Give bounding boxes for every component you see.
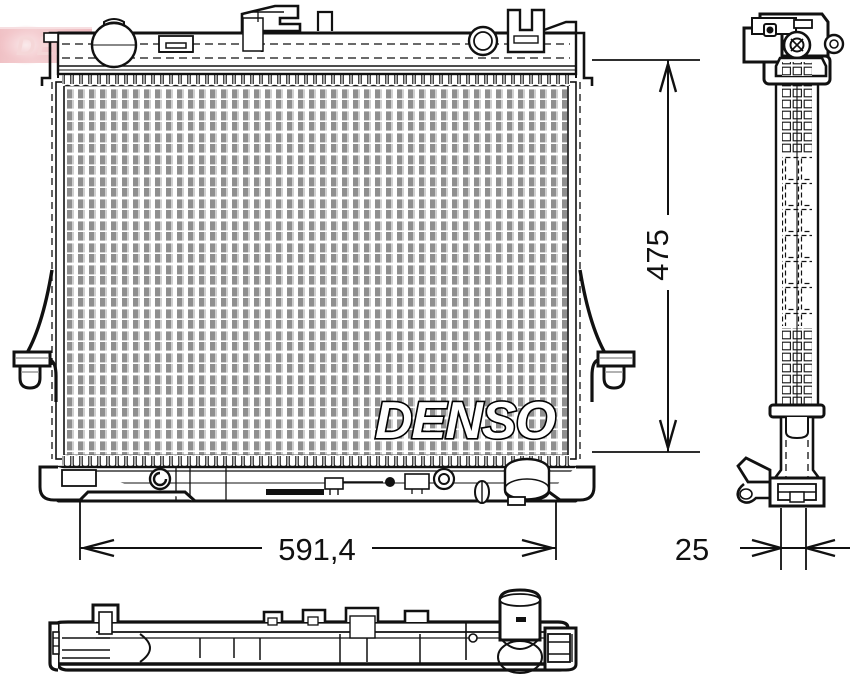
bottom-view-filler-neck (497, 588, 543, 674)
denso-brand-logo: DENSO (375, 392, 555, 450)
left-mount-bracket (12, 269, 58, 402)
outlet-neck (503, 457, 551, 502)
width-dimension-value: 591,4 (278, 532, 356, 567)
thickness-dimension-value: 25 (675, 532, 709, 567)
side-view (736, 12, 845, 508)
top-right-u-bracket (506, 8, 546, 54)
right-mount-bracket (578, 269, 636, 402)
side-top-assembly (742, 12, 845, 86)
width-dimension: 591,4 (79, 500, 557, 567)
bottom-fittings (324, 473, 430, 495)
drain-plug-icon (148, 467, 172, 491)
bottom-small-port (432, 467, 456, 491)
bottom-view (48, 588, 578, 674)
thickness-dimension: 25 (675, 508, 850, 570)
front-view: DENSO (12, 4, 636, 506)
bottom-tank (38, 455, 596, 506)
side-mid-collar (768, 403, 826, 419)
height-dimension-value: 475 (640, 229, 675, 281)
top-right-port (467, 25, 499, 57)
filler-cap-icon (90, 18, 138, 69)
radiator-core (51, 81, 581, 460)
top-bracket-detail (158, 35, 194, 53)
top-stub-fitting (316, 10, 334, 31)
side-lower-tank (736, 415, 826, 508)
top-tank (40, 4, 594, 86)
bottom-view-tabs (262, 606, 430, 639)
bottom-pin (474, 480, 490, 504)
height-dimension: 475 (592, 59, 700, 453)
top-vent-fitting (240, 4, 302, 52)
